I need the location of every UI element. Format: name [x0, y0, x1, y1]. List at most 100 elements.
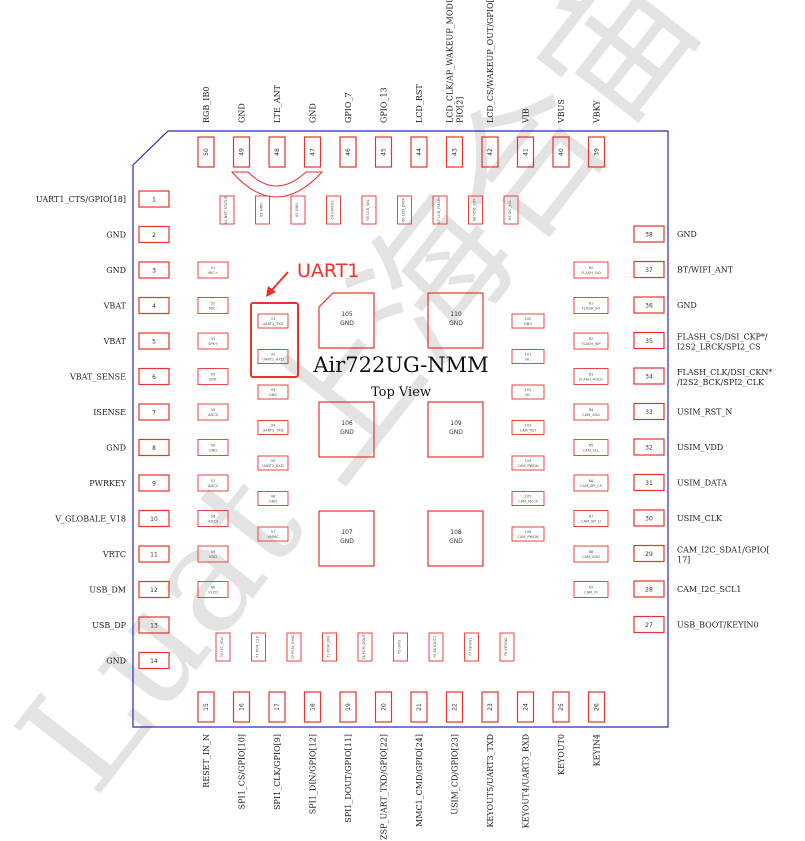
inner-left-pad-52 [197, 297, 229, 314]
pin-label-50: RGB_IB0 [202, 87, 211, 123]
antenna-keepout-arc [230, 171, 324, 198]
inner-right-pad-87 [573, 510, 609, 527]
pin-number: 11 [150, 552, 158, 559]
pin-pad-43 [445, 136, 464, 168]
inner-pads: 51MIC+52MIC-53SPK+54SPK-55ADC056GND57ADC… [197, 195, 609, 662]
pin-label-39: VBKY [593, 100, 602, 124]
inner-right-pad-80 [573, 261, 609, 279]
pin-number: 24 [523, 703, 530, 711]
pin-label-15: RESET_IN_N [202, 734, 211, 788]
inner-right-pad-label: CAM_VDD [582, 555, 600, 559]
inner-bottom-pad-73 [322, 632, 337, 662]
chip-outline [132, 130, 669, 728]
center-pad-108 [427, 510, 484, 567]
inner-right-pad-label: FLASH_WP [581, 342, 601, 346]
inner-mid-pad-number: 94 [271, 424, 276, 428]
pin-pad-17 [268, 691, 286, 723]
pin-number: 25 [558, 703, 565, 711]
pin-label-46: GPIO_7 [344, 92, 353, 123]
pin-label-13: USB_DP [92, 621, 127, 630]
uart1-callout-label: UART1 [297, 260, 359, 282]
pin-number: 7 [152, 410, 156, 417]
inner-left-pad-label: VLCD [208, 591, 218, 595]
pin-number: 41 [523, 148, 530, 156]
inner-bottom-pad-78 [499, 632, 515, 662]
pin-pad-38 [633, 225, 665, 243]
pin-number: 35 [645, 338, 653, 345]
pin-labels: UART1_CTS/GPIO[18]GNDGNDVBATVBATVBAT_SEN… [36, 0, 773, 840]
inner-mid-right-pad-100 [511, 313, 545, 329]
pin-label-26: KEYIN4 [593, 734, 602, 766]
pin-number: 43 [452, 148, 459, 156]
pin-number: 49 [239, 148, 246, 156]
pin-label-34: FLASH_CLK/DSI_CKN*/I2S2_BCK/SPI2_CLK [677, 368, 772, 387]
pin-pad-26 [587, 691, 606, 723]
pin-label-48: LTE_ANT [273, 84, 282, 123]
pin-number: 32 [645, 445, 653, 452]
pin-label-32: USIM_VDD [677, 443, 723, 452]
pin-pad-5 [138, 332, 170, 350]
center-pad-label: GND [449, 320, 463, 327]
inner-mid-pad-93 [257, 384, 289, 400]
inner-right-pad-82 [573, 332, 609, 350]
inner-top-pad-65 [361, 195, 377, 225]
inner-right-pad-85 [573, 439, 609, 456]
pin-number: 42 [487, 148, 494, 156]
pin-number: 1 [152, 197, 156, 204]
pin-label-5: VBAT [103, 337, 127, 346]
inner-top-pad-label: 65 LCD_SEL [366, 199, 370, 220]
inner-left-pad-label: ADC3 [208, 520, 218, 524]
center-pad-label: GND [449, 538, 463, 545]
pin-pad-33 [633, 402, 665, 421]
inner-mid-pad-92 [257, 349, 289, 364]
inner-top-pad-64 [326, 195, 341, 225]
pin-label-9: PWRKEY [89, 479, 126, 488]
pin-pad-19 [339, 691, 357, 723]
pin-pad-2 [138, 225, 170, 244]
inner-mid-right-pad-label: NC [525, 393, 531, 397]
inner-mid-right-pad-106 [511, 526, 545, 542]
center-pad-number: 105 [341, 311, 353, 318]
pin-label-10: V_GLOBALE_V18 [54, 515, 126, 524]
center-pad-label: GND [340, 320, 354, 327]
inner-bottom-pad-70 [215, 632, 231, 662]
pin-pad-24 [516, 691, 535, 723]
inner-top-pad-63 [290, 195, 306, 225]
pin-number: 9 [152, 481, 156, 488]
inner-left-pad-59 [197, 545, 229, 563]
inner-right-pad-83 [573, 368, 609, 385]
inner-right-pad-number: 83 [589, 373, 594, 377]
pin-number: 34 [645, 374, 653, 381]
inner-left-pad-number: 53 [211, 337, 216, 341]
uart1-arrow-head [266, 286, 276, 297]
pin-label-40: VBUS [557, 99, 566, 124]
inner-mid-right-pad-102 [511, 384, 545, 400]
inner-right-pad-number: 88 [589, 550, 594, 554]
inner-bottom-pad-74 [357, 632, 373, 662]
pin-label-20: ZSP_UART_TXD/GPIO[22] [380, 734, 389, 840]
pin-pad-4 [138, 296, 170, 315]
uart1-highlight-box [250, 302, 299, 378]
pin-pad-22 [445, 691, 464, 723]
pin-pad-30 [633, 509, 665, 527]
pin-label-22: USIM_CD/GPIO[23] [451, 734, 460, 815]
inner-bottom-pad-label: 78 KEYIN2 [504, 638, 508, 657]
pin-label-8: GND [106, 444, 126, 453]
pin-pad-10 [138, 509, 170, 528]
inner-left-pad-number: 55 [211, 408, 216, 412]
inner-mid-pad-number: 95 [271, 459, 276, 463]
inner-mid-right-pad-number: 101 [525, 353, 532, 357]
pin-number: 5 [152, 339, 156, 346]
pin-pad-14 [138, 651, 170, 670]
pin-label-12: USB_DM [89, 586, 126, 595]
inner-bottom-pad-label: 76 KEYOUT1 [433, 636, 437, 658]
inner-left-pad-58 [197, 510, 229, 527]
inner-right-pad-number: 85 [589, 444, 594, 448]
inner-top-pad-label: 62 GND [260, 203, 264, 217]
inner-mid-pad-label: UART2_RXD [262, 464, 284, 468]
inner-left-pad-number: 60 [211, 586, 216, 590]
pin-label-7: ISENSE [93, 408, 126, 417]
inner-top-pad-label: 64 STATUS [331, 200, 335, 220]
